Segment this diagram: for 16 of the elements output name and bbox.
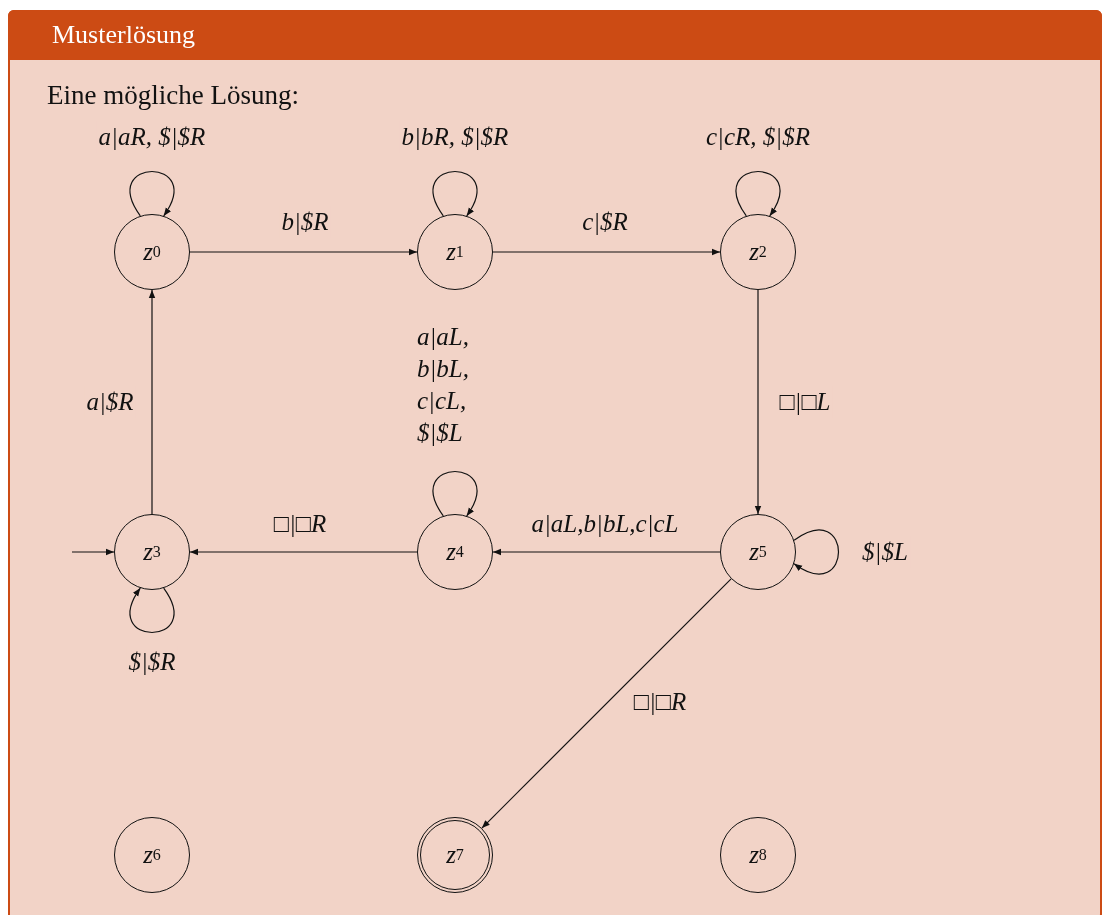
arrow (189, 248, 418, 256)
self-loop-arrow (129, 170, 175, 217)
panel-title: Musterlösung (8, 10, 1102, 60)
arrow (148, 289, 156, 515)
intro-text: Eine mögliche Lösung: (47, 80, 299, 111)
arrow (189, 548, 418, 556)
self-loop-arrow (432, 170, 478, 217)
arrow (754, 289, 762, 515)
start-arrow (71, 548, 115, 556)
arrow (492, 548, 721, 556)
arrow (481, 578, 732, 829)
arrow (492, 248, 721, 256)
self-loop-arrow (735, 170, 781, 217)
self-loop-arrow (129, 587, 175, 634)
self-loop-arrow (432, 470, 478, 517)
self-loop-arrow (793, 529, 840, 575)
